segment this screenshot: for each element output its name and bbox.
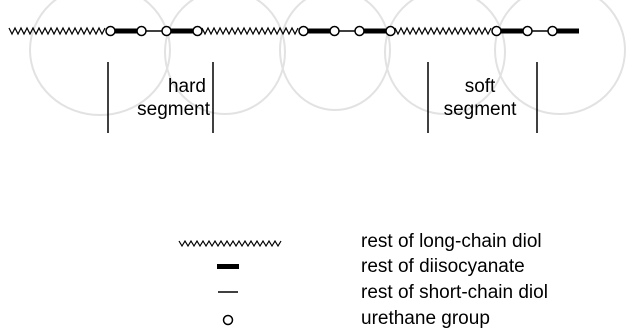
chain-diisocyanate — [501, 28, 523, 34]
circle-icon — [222, 314, 234, 326]
chain-long-chain-diol — [8, 26, 106, 36]
hard-segment-label-line1: hard — [167, 76, 206, 97]
chain-long-chain-diol — [394, 26, 492, 36]
thick-bar-icon — [217, 264, 239, 269]
chain-diisocyanate — [171, 28, 193, 34]
zigzag-icon — [178, 239, 282, 248]
soft-segment-label-line1: soft — [464, 76, 496, 97]
chain-diisocyanate — [364, 28, 386, 34]
chain-urethane-group — [192, 25, 203, 37]
polymer-chain — [8, 25, 579, 37]
legend-label-long-chain-diol: rest of long-chain diol — [361, 231, 542, 252]
legend-label-diisocyanate: rest of diisocyanate — [361, 256, 525, 277]
soft-segment-label-line2: segment — [443, 99, 517, 120]
chain-diisocyanate — [115, 28, 137, 34]
legend-label-short-chain-diol: rest of short-chain diol — [361, 282, 548, 303]
hard-segment-label: hard segment — [118, 75, 210, 121]
chain-diisocyanate — [557, 28, 579, 34]
hard-segment-label-line2: segment — [137, 99, 210, 120]
chain-diisocyanate — [308, 28, 330, 34]
chain-urethane-group — [385, 25, 396, 37]
soft-segment-label: soft segment — [430, 75, 530, 121]
legend-label-urethane-group: urethane group — [361, 308, 490, 329]
chain-long-chain-diol — [201, 26, 299, 36]
